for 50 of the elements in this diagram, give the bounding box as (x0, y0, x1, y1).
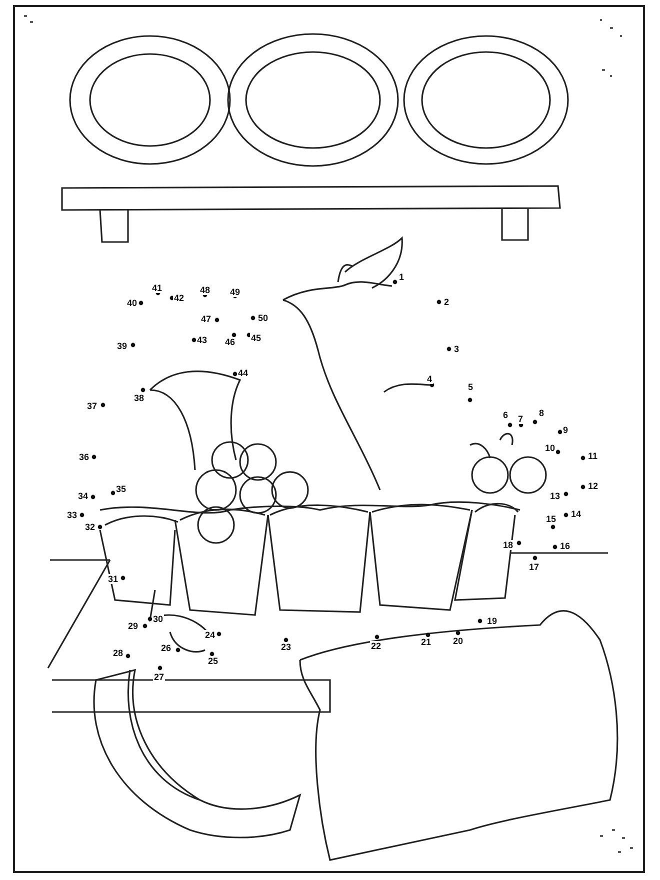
dot-number: 28 (112, 648, 124, 658)
dot-number: 40 (126, 298, 138, 308)
dot-number: 26 (160, 643, 172, 653)
dot-number: 30 (152, 614, 164, 624)
dot-number: 15 (545, 514, 558, 524)
dot-number: 14 (570, 509, 582, 519)
dot-number: 7 (517, 414, 524, 424)
dot-number: 17 (528, 562, 540, 572)
dot-number: 37 (86, 401, 98, 411)
dot-number: 12 (587, 481, 600, 491)
dot-number: 4 (426, 374, 434, 384)
dot-number: 10 (544, 443, 556, 453)
dot-number: 21 (420, 637, 432, 647)
dot-number: 49 (229, 287, 242, 297)
dot-number: 1 (398, 272, 406, 282)
dot-number: 33 (66, 510, 78, 520)
dot-number: 50 (257, 313, 270, 323)
dot-number: 44 (237, 368, 250, 378)
dot-number: 5 (467, 382, 474, 392)
dot-number: 38 (133, 393, 146, 403)
dot-number: 16 (559, 541, 572, 551)
dot-number: 43 (196, 335, 208, 345)
dot-number: 19 (486, 616, 498, 626)
dot-number: 18 (502, 540, 514, 550)
dot-number: 39 (116, 341, 128, 351)
dot-number: 34 (77, 491, 90, 501)
dot-number: 13 (549, 491, 562, 501)
dot-number: 11 (587, 451, 599, 461)
dot-number: 9 (562, 425, 570, 435)
dot-number: 46 (224, 337, 236, 347)
dot-number: 24 (204, 630, 216, 640)
dot-number: 2 (443, 297, 450, 307)
dot-number: 47 (200, 314, 212, 324)
dot-number: 27 (153, 672, 166, 682)
dot-number: 29 (127, 621, 140, 631)
dot-number: 20 (452, 636, 464, 646)
dot-number: 36 (78, 452, 90, 462)
dot-number: 23 (280, 642, 292, 652)
dot-number: 22 (370, 641, 382, 651)
dot-number: 48 (199, 285, 212, 295)
dot-number: 31 (107, 574, 120, 584)
dot-number: 6 (502, 410, 510, 420)
dot-number: 3 (453, 344, 460, 354)
dot-number: 35 (115, 484, 128, 494)
dot-number: 45 (250, 333, 262, 343)
dot-number: 25 (207, 656, 220, 666)
dot-number: 41 (151, 283, 164, 293)
dot-number: 32 (84, 522, 96, 532)
dot-number: 8 (538, 408, 546, 418)
dot-number: 42 (173, 293, 186, 303)
